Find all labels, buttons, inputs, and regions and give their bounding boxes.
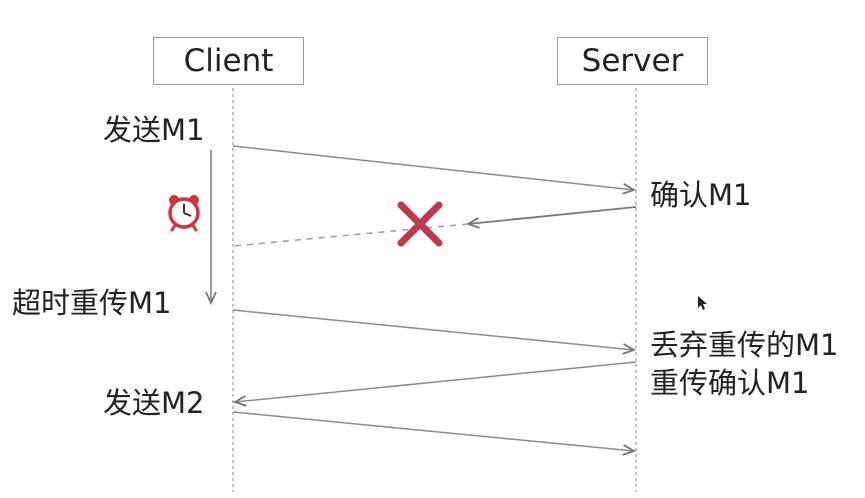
mouse-cursor-icon xyxy=(698,296,707,310)
label-retransmit-ack-m1: 重传确认M1 xyxy=(650,366,810,400)
label-timeout-retransmit-m1: 超时重传M1 xyxy=(12,286,172,320)
client-participant-box: Client xyxy=(153,37,304,85)
label-send-m2: 发送M2 xyxy=(103,386,205,420)
message-send-m2 xyxy=(232,411,634,451)
message-retransmit-ack-m1 xyxy=(235,361,637,402)
label-discard-retransmitted-m1: 丢弃重传的M1 xyxy=(650,328,839,362)
message-ack-m1-lost xyxy=(232,223,469,247)
red-x-icon xyxy=(397,201,443,247)
alarm-clock-icon xyxy=(168,195,200,232)
message-retransmit-m1 xyxy=(232,309,634,350)
message-ack-m1 xyxy=(468,206,637,224)
server-participant-box: Server xyxy=(557,37,708,85)
label-send-m1: 发送M1 xyxy=(103,113,205,147)
message-send-m1 xyxy=(232,145,634,190)
label-ack-m1: 确认M1 xyxy=(650,178,752,212)
